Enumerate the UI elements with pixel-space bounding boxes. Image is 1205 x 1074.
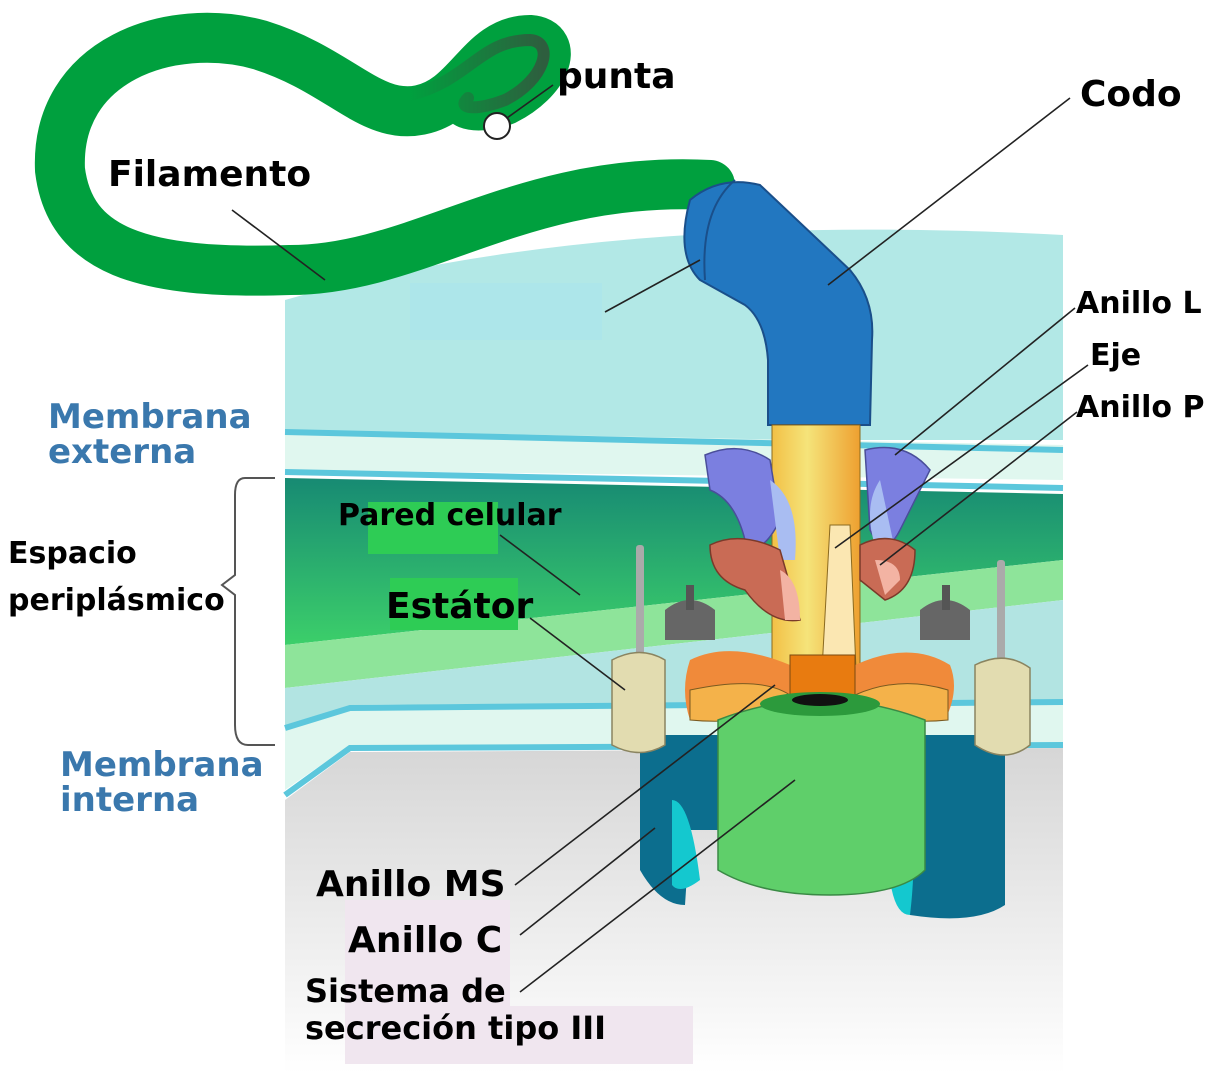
highlight-estator: [390, 578, 518, 630]
leader-anillo-c: [519, 827, 656, 936]
p-ring-left: [709, 537, 801, 622]
grey-knobs: [665, 585, 970, 640]
highlight-t3ss-1: [345, 900, 510, 1010]
label-espacio-1: Espacio: [8, 536, 137, 571]
highlight-t3ss-2: [345, 1006, 693, 1064]
leader-codo-2: [604, 259, 701, 313]
label-sistema-2: secreción tipo III: [305, 1009, 607, 1047]
tip-circle: [483, 112, 511, 140]
highlight-pared: [368, 502, 498, 554]
leader-eje: [834, 364, 1089, 549]
leader-pared: [499, 534, 581, 596]
t3ss: [717, 699, 926, 896]
label-anillo-p: Anillo P: [1076, 390, 1205, 425]
label-anillo-l: Anillo L: [1076, 286, 1202, 321]
leader-punta: [506, 84, 554, 119]
leader-anillo-p: [879, 411, 1078, 566]
label-pared-celular: Pared celular: [338, 498, 562, 533]
stator-right: [974, 657, 1031, 756]
label-membrana-externa-1: Membrana: [48, 397, 252, 437]
label-estator: Estátor: [386, 586, 534, 627]
periplasm-bracket: [220, 477, 275, 746]
mask-rect: [410, 283, 602, 340]
stator-left: [611, 651, 666, 754]
filament-tip: [404, 33, 550, 114]
leader-estator: [529, 617, 626, 691]
label-membrana-interna-1: Membrana: [60, 745, 264, 785]
label-membrana-externa-2: externa: [48, 432, 197, 472]
outer-membrane-line-top: [284, 429, 1064, 453]
stators: [611, 545, 1031, 756]
leader-t3ss: [519, 779, 796, 993]
label-anillo-ms: Anillo MS: [316, 864, 506, 905]
leader-codo: [827, 97, 1071, 286]
leader-filamento: [231, 209, 326, 281]
label-membrana-interna-2: interna: [60, 780, 200, 820]
leader-anillo-l: [894, 307, 1076, 456]
label-anillo-c: Anillo C: [348, 920, 503, 961]
outer-membrane-line-bottom: [284, 469, 1064, 491]
label-sistema-1: Sistema de: [305, 972, 506, 1010]
label-filamento: Filamento: [108, 154, 312, 195]
label-eje: Eje: [1090, 338, 1142, 373]
leader-lines: [231, 84, 1089, 993]
label-codo: Codo: [1080, 74, 1182, 115]
label-espacio-2: periplásmico: [8, 583, 225, 618]
label-punta: punta: [557, 56, 676, 97]
leader-anillo-ms: [514, 684, 776, 886]
